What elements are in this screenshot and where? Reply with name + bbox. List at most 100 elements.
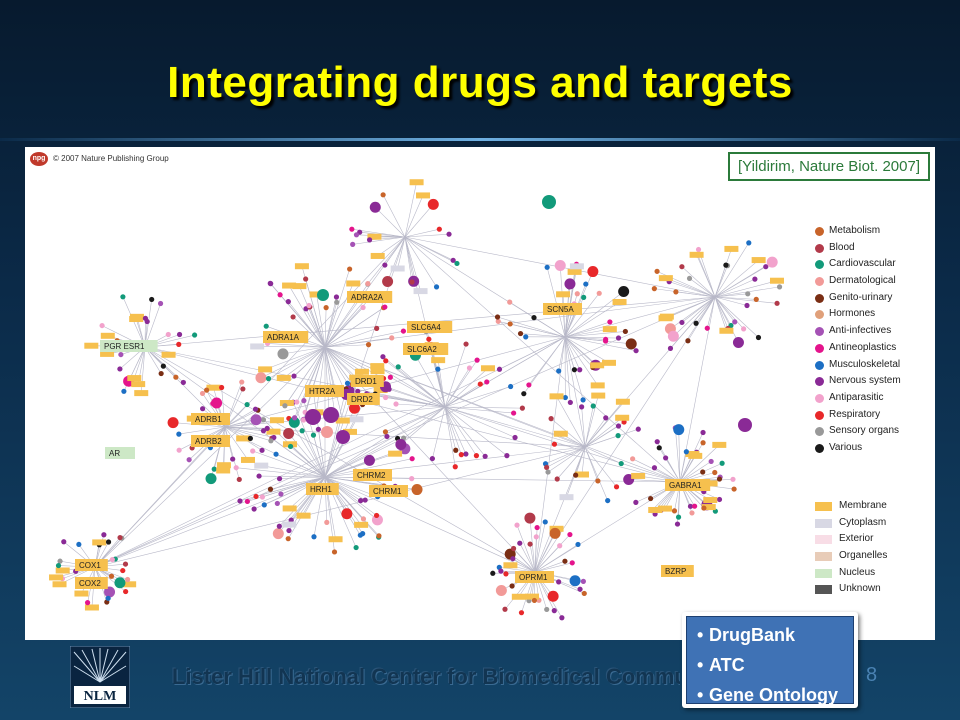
drug-node xyxy=(716,476,723,482)
drug-node xyxy=(252,406,259,412)
network-edge xyxy=(534,446,586,573)
target-label-drd2: DRD2 xyxy=(347,393,380,405)
network-edge xyxy=(385,406,446,433)
target-node xyxy=(769,277,784,284)
network-edge xyxy=(301,430,326,478)
drug-node xyxy=(508,383,514,390)
target-label-text: OPRM1 xyxy=(519,573,548,582)
target-box xyxy=(407,321,453,333)
legend-item: Anti-infectives xyxy=(813,323,901,340)
drug-node xyxy=(744,302,750,309)
network-edge xyxy=(94,336,566,568)
drug-node xyxy=(509,583,515,589)
target-label-text: BZRP xyxy=(665,567,686,576)
network-edge xyxy=(581,446,586,475)
legend-item: Membrane xyxy=(813,498,887,515)
drug-node xyxy=(523,334,529,340)
target-label-text: SCN5A xyxy=(547,305,574,314)
drug-node xyxy=(625,338,637,350)
network-edge xyxy=(689,278,716,298)
drug-node xyxy=(273,451,279,457)
network-edge xyxy=(534,296,716,573)
network-edge xyxy=(404,182,417,238)
network-edge xyxy=(545,446,586,465)
legend-label: Hormones xyxy=(829,308,876,320)
target-node xyxy=(615,398,630,405)
target-node xyxy=(390,265,405,272)
drug-node xyxy=(256,473,262,479)
target-node xyxy=(719,327,734,334)
drug-node xyxy=(542,195,556,209)
target-box xyxy=(191,435,230,447)
drug-node xyxy=(333,294,340,300)
network-edge xyxy=(260,346,326,378)
drug-node xyxy=(549,527,561,539)
drug-node xyxy=(562,394,568,401)
network-edge xyxy=(584,446,608,501)
drug-node xyxy=(484,379,490,385)
drug-node xyxy=(285,536,291,542)
drug-node xyxy=(290,314,296,320)
network-edge xyxy=(294,346,326,418)
network-edge xyxy=(444,406,586,448)
network-edge xyxy=(564,266,578,338)
drug-node xyxy=(534,524,540,531)
drug-node xyxy=(365,281,371,287)
network-edge xyxy=(714,248,732,298)
network-edge xyxy=(444,386,511,408)
network-edge xyxy=(534,481,681,573)
drug-node xyxy=(517,540,523,546)
drug-node xyxy=(176,431,182,437)
network-edge xyxy=(213,426,226,470)
target-node xyxy=(216,467,231,474)
drug-node xyxy=(531,315,537,321)
page-number: 8 xyxy=(866,664,878,686)
network-edge xyxy=(224,426,264,432)
drug-node xyxy=(383,358,389,364)
target-label-ar: AR xyxy=(105,447,135,459)
drug-node xyxy=(496,366,503,372)
legend-label: Cytoplasm xyxy=(839,516,887,528)
drug-node xyxy=(738,418,752,432)
target-node xyxy=(52,581,67,588)
network-edge xyxy=(714,261,773,298)
legend-item: Exterior xyxy=(813,531,887,548)
drug-node xyxy=(244,401,250,408)
drug-node xyxy=(590,403,596,409)
drug-node xyxy=(607,319,613,325)
target-label-cox1: COX1 xyxy=(75,559,108,571)
target-node xyxy=(354,521,369,528)
drug-node xyxy=(55,562,62,569)
target-label-adra2a: ADRA2A xyxy=(347,291,393,303)
target-node xyxy=(590,382,605,389)
target-node xyxy=(559,494,574,501)
target-node xyxy=(703,497,718,504)
footer-organization: Lister Hill National Center for Biomedic… xyxy=(172,664,680,689)
drug-node xyxy=(579,404,585,410)
drug-node xyxy=(247,435,254,442)
legend-item: Hormones xyxy=(813,306,901,323)
drug-node xyxy=(544,606,550,613)
network-edge xyxy=(696,254,716,298)
network-edge xyxy=(444,406,477,456)
drug-node xyxy=(567,399,573,406)
network-edge xyxy=(267,343,326,348)
target-node xyxy=(601,359,616,366)
target-node xyxy=(575,471,590,478)
drug-node xyxy=(344,380,351,386)
target-node xyxy=(525,593,540,600)
network-edge xyxy=(714,296,727,331)
drug-node xyxy=(674,521,681,527)
legend-swatch xyxy=(815,535,832,545)
drug-node xyxy=(348,402,360,414)
legend-swatch xyxy=(815,552,832,562)
drug-node xyxy=(176,341,182,347)
drug-node xyxy=(494,314,501,320)
drug-node xyxy=(667,345,674,351)
target-node xyxy=(367,233,382,240)
target-label-cox2: COX2 xyxy=(75,577,108,589)
network-edge xyxy=(714,296,759,338)
drug-node xyxy=(663,455,669,461)
target-node xyxy=(292,283,307,290)
drug-node xyxy=(288,517,294,523)
